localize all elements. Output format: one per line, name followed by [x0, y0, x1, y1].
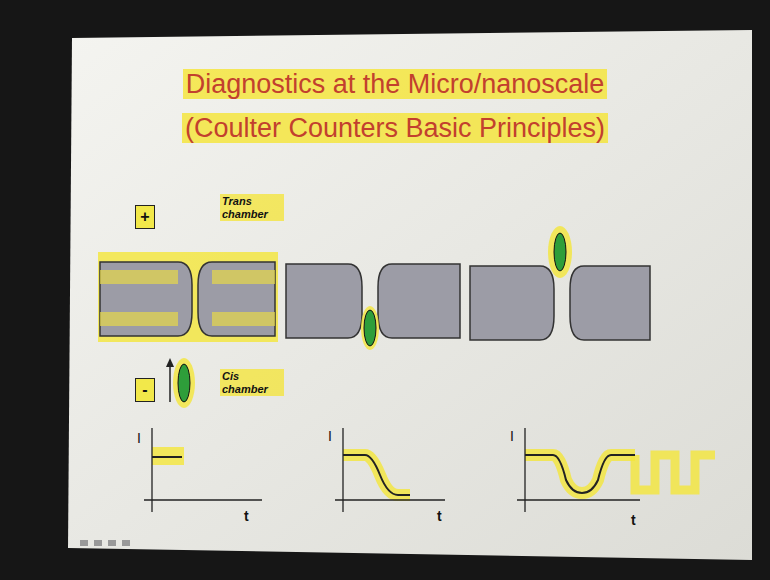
slide-title: Diagnostics at the Micro/nanoscale (Coul… — [135, 62, 655, 150]
polarity-box: + — [135, 205, 155, 229]
polarity-sign: + — [140, 208, 149, 226]
axis-label: I — [510, 428, 514, 444]
cis-particle — [166, 358, 195, 408]
chamber-label: Trans chamber — [220, 194, 284, 221]
toolbar-icons — [80, 540, 130, 546]
axis-label: t — [631, 512, 636, 528]
current-graph-3 — [517, 428, 715, 512]
polarity-sign: - — [142, 381, 147, 399]
pore-panel-1 — [98, 252, 278, 342]
polarity-box: - — [135, 378, 155, 402]
slide-screen — [68, 30, 752, 560]
axis-label: I — [137, 430, 141, 446]
pore-panel-3 — [470, 226, 650, 340]
axis-label: I — [328, 428, 332, 444]
axis-label: t — [244, 508, 249, 524]
axis-label: t — [437, 508, 442, 524]
pore-panel-2 — [286, 264, 460, 350]
chamber-label: Cis chamber — [220, 369, 284, 396]
title-text: Diagnostics at the Micro/nanoscale (Coul… — [182, 69, 608, 143]
current-graph-2 — [335, 428, 445, 512]
current-graph-1 — [144, 428, 262, 512]
